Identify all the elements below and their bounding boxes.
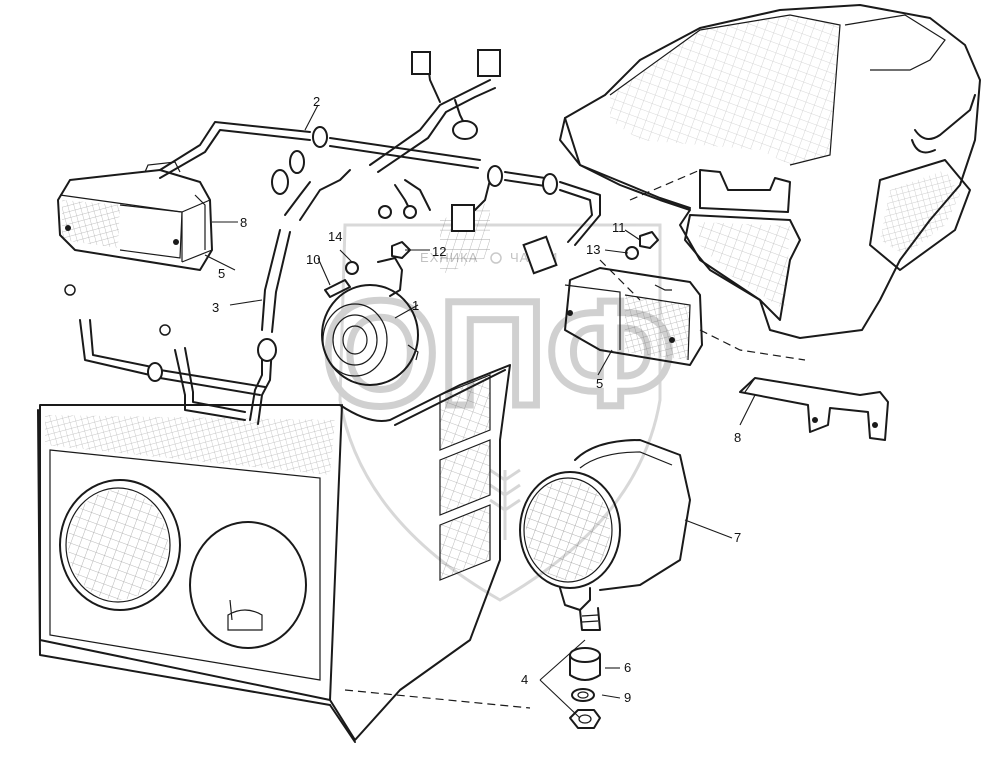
callout-5-right: 5 [596, 376, 603, 391]
callout-12: 12 [432, 244, 446, 259]
assembly-guide-line [699, 329, 806, 361]
left-tail-lamp [57, 161, 213, 271]
callout-labels: 1 2 3 4 5 5 6 7 8 8 9 10 11 12 13 14 [212, 94, 741, 705]
callout-3: 3 [212, 300, 219, 315]
wheat-icon [489, 468, 521, 540]
wiring-harness [64, 49, 601, 425]
assembly-guide-line [599, 259, 641, 301]
callout-2: 2 [313, 94, 320, 109]
right-tail-lamp [564, 267, 703, 366]
mounting-hardware [569, 647, 601, 729]
callout-8-right: 8 [734, 430, 741, 445]
tail-lamp-bracket [739, 377, 889, 441]
work-lamp [519, 439, 691, 631]
front-light-panel [37, 201, 511, 743]
assembly-guide-line [344, 689, 531, 709]
callout-9: 9 [624, 690, 631, 705]
callout-8-left: 8 [240, 215, 247, 230]
sound-signal [321, 257, 419, 386]
callout-13: 13 [586, 242, 600, 257]
callout-10: 10 [306, 252, 320, 267]
callout-14: 14 [328, 229, 342, 244]
leader-lines [204, 104, 756, 719]
callout-6: 6 [624, 660, 631, 675]
gear-icon [490, 252, 502, 264]
callout-4: 4 [521, 672, 528, 687]
callout-1: 1 [412, 298, 419, 313]
callout-11: 11 [612, 220, 626, 235]
callout-7: 7 [734, 530, 741, 545]
callout-5-left: 5 [218, 266, 225, 281]
cab-roof-assembly [559, 4, 981, 339]
